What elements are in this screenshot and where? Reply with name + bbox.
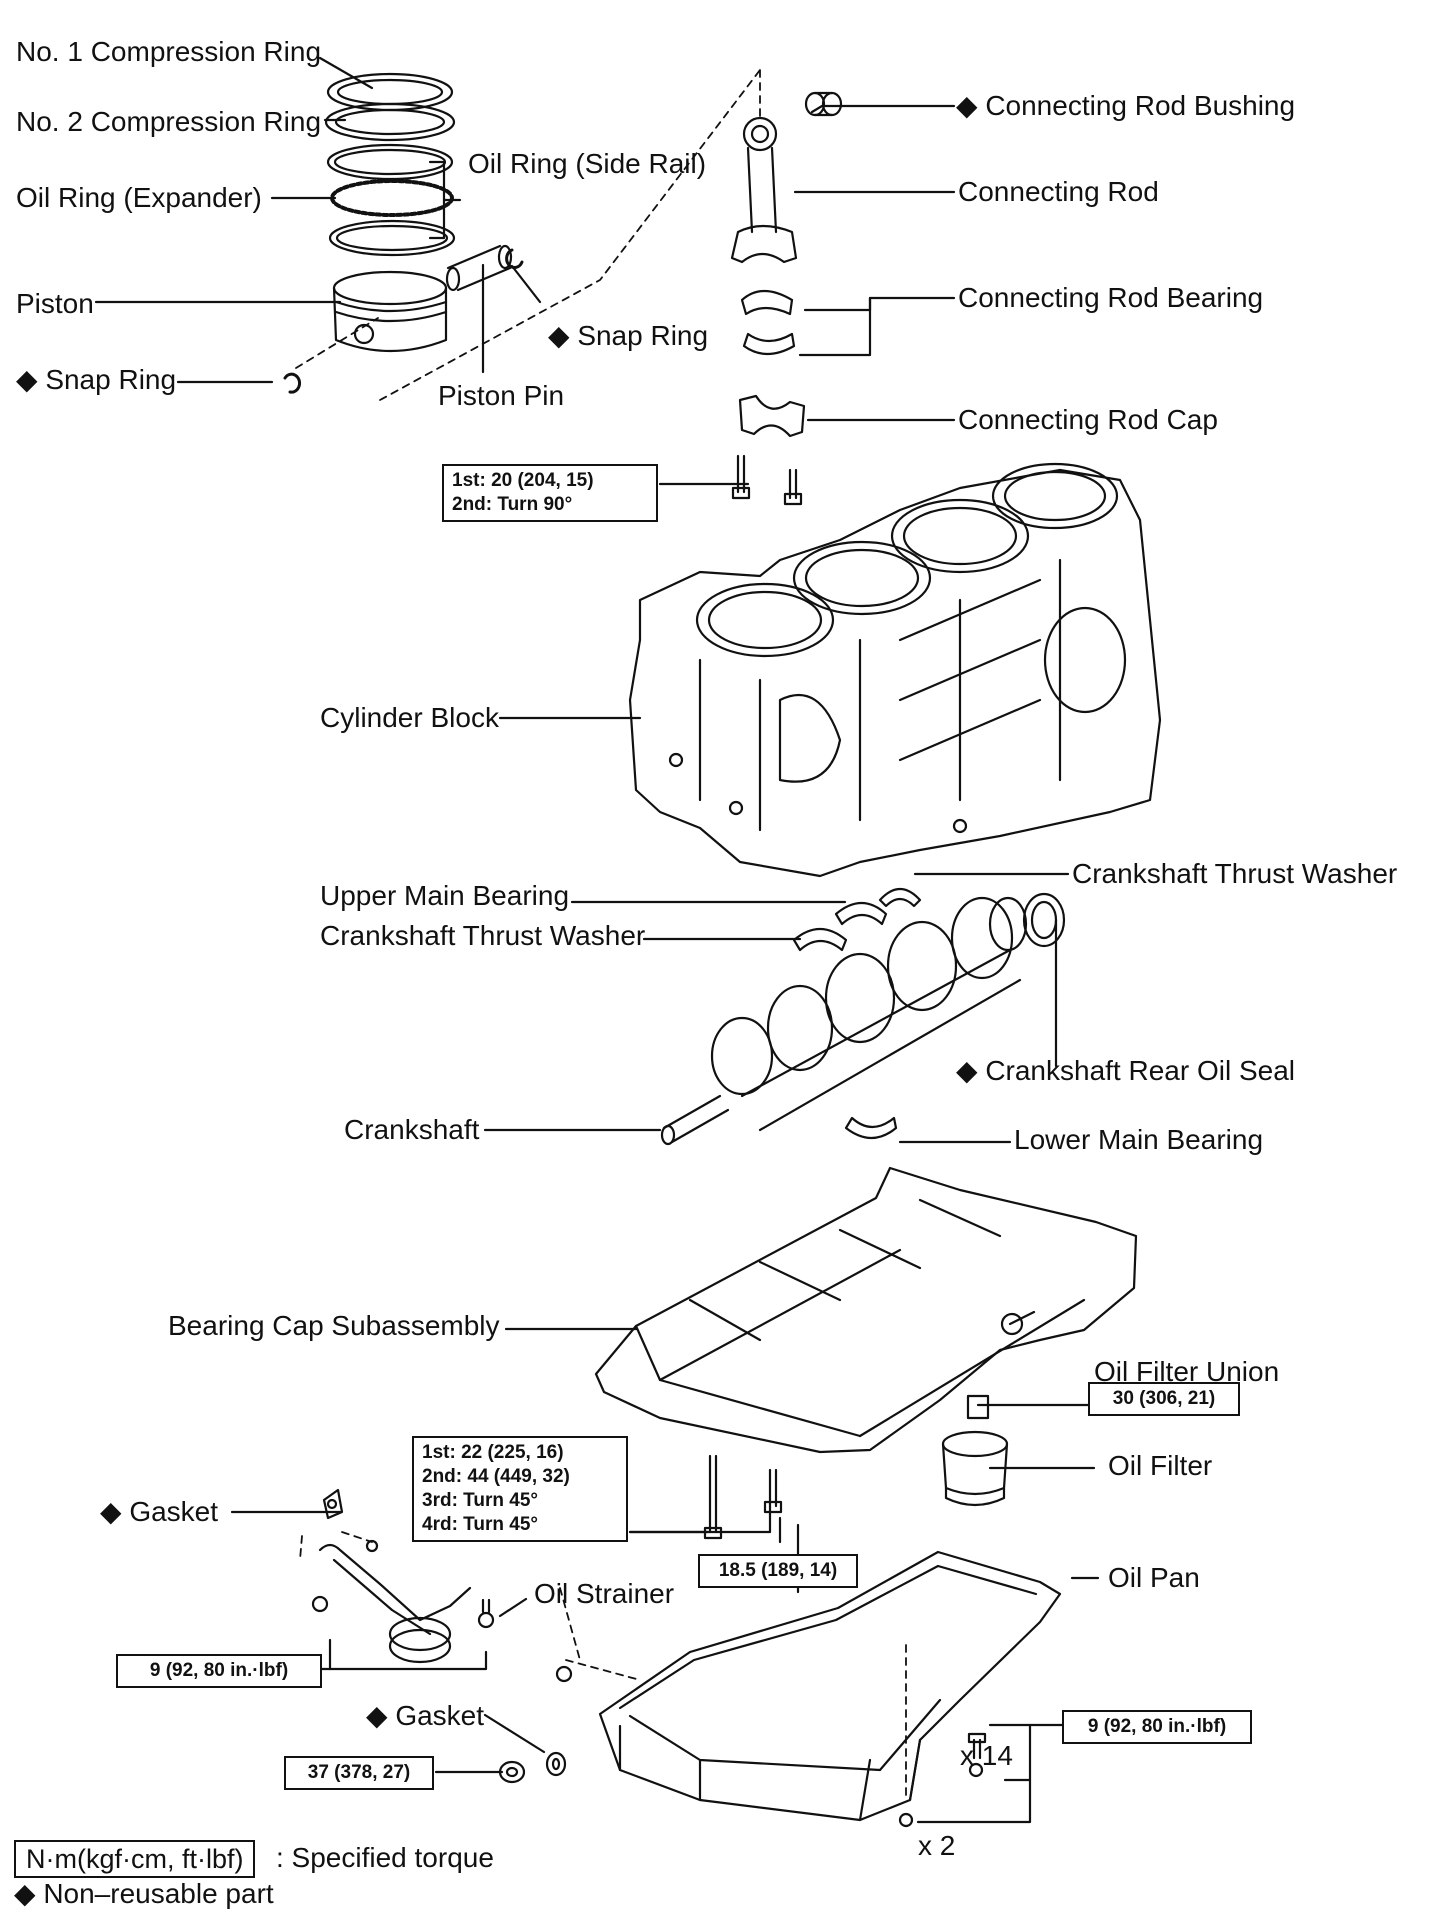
label-bearing-cap-subassembly: Bearing Cap Subassembly	[168, 1310, 500, 1341]
torque-main-step2: 2nd: 44 (449, 32)	[422, 1466, 570, 1487]
label-crankshaft: Crankshaft	[344, 1114, 480, 1145]
snap-ring-left-shape	[283, 372, 301, 394]
oil-ring-rail-upper	[326, 143, 454, 181]
label-crankshaft-rear-oil-seal: ◆ Crankshaft Rear Oil Seal	[956, 1055, 1295, 1086]
label-snap-ring-right: ◆ Snap Ring	[548, 320, 709, 351]
torque-box-rod-cap: 1st: 20 (204, 15) 2nd: Turn 90°	[442, 464, 658, 522]
main-bearing-shapes	[792, 887, 922, 1140]
main-bolt-shapes	[703, 1454, 783, 1540]
piston-pin-shape	[445, 244, 513, 292]
label-oil-strainer: Oil Strainer	[534, 1578, 675, 1609]
torque-oil-filter-union-value: 30 (306, 21)	[1112, 1388, 1216, 1409]
label-piston: Piston	[16, 288, 94, 319]
cylinder-block-shape	[628, 462, 1162, 878]
rod-bushing-shape	[804, 91, 843, 117]
label-connecting-rod-bearing: Connecting Rod Bearing	[958, 282, 1264, 313]
connecting-rod-shape	[730, 116, 798, 264]
rod-cap-bolts	[731, 454, 803, 506]
label-oil-filter-union: Oil Filter Union	[1094, 1356, 1280, 1387]
alignment-lines	[295, 69, 907, 1801]
oil-ring-expander	[330, 179, 454, 217]
torque-box-main-bearing: 1st: 22 (225, 16) 2nd: 44 (449, 32) 3rd:…	[412, 1436, 628, 1542]
label-oil-filter: Oil Filter	[1108, 1450, 1213, 1481]
torque-cap-bolt-value: 18.5 (189, 14)	[718, 1560, 838, 1581]
label-crankshaft-thrust-washer-lower: Crankshaft Thrust Washer	[320, 920, 646, 951]
compression-ring-2	[324, 102, 456, 142]
rod-bearing-shapes	[740, 289, 796, 356]
crankshaft-shape	[660, 896, 1028, 1146]
drain-plug-shape	[498, 1751, 567, 1784]
label-oil-ring-expander: Oil Ring (Expander)	[16, 182, 262, 213]
label-gasket-bottom: ◆ Gasket	[366, 1700, 485, 1731]
label-connecting-rod-cap: Connecting Rod Cap	[958, 404, 1218, 435]
torque-oil-pan-value: 9 (92, 80 in.·lbf)	[1087, 1716, 1227, 1737]
label-cylinder-block: Cylinder Block	[320, 702, 499, 733]
torque-main-step1: 1st: 22 (225, 16)	[422, 1442, 564, 1463]
torque-main-step4: 4rd: Turn 45°	[422, 1514, 538, 1535]
label-piston-pin: Piston Pin	[438, 380, 565, 411]
bearing-cap-shape	[594, 1166, 1138, 1454]
label-no1-compression-ring: No. 1 Compression Ring	[16, 36, 322, 67]
label-oil-pan: Oil Pan	[1108, 1562, 1200, 1593]
label-crankshaft-thrust-washer-upper: Crankshaft Thrust Washer	[1072, 858, 1398, 889]
oil-pan-shape	[555, 1550, 1062, 1828]
piston-shape	[332, 270, 448, 353]
label-gasket-top: ◆ Gasket	[100, 1496, 219, 1527]
torque-rod-cap-step1: 1st: 20 (204, 15)	[452, 470, 594, 491]
torque-drain-plug-value: 37 (378, 27)	[307, 1762, 411, 1783]
oil-filter-shapes	[941, 1394, 1009, 1507]
oil-ring-rail-lower	[328, 219, 456, 257]
label-quantity-x2: x 2	[918, 1830, 956, 1861]
label-upper-main-bearing: Upper Main Bearing	[320, 880, 570, 911]
torque-box-oil-strainer: 9 (92, 80 in.·lbf)	[116, 1654, 322, 1688]
label-connecting-rod: Connecting Rod	[958, 176, 1159, 207]
torque-strainer-value: 9 (92, 80 in.·lbf)	[149, 1660, 289, 1681]
label-lower-main-bearing: Lower Main Bearing	[1014, 1124, 1264, 1155]
label-no2-compression-ring: No. 2 Compression Ring	[16, 106, 322, 137]
legend-unit-box: N·m(kgf·cm, ft·lbf)	[14, 1840, 256, 1878]
torque-box-drain-plug: 37 (378, 27)	[284, 1756, 434, 1790]
label-quantity-x14: x 14	[960, 1740, 1013, 1771]
torque-box-cap-bolt: 18.5 (189, 14)	[698, 1554, 858, 1588]
label-oil-ring-side-rail: Oil Ring (Side Rail)	[468, 148, 707, 179]
torque-rod-cap-step2: 2nd: Turn 90°	[452, 494, 573, 515]
label-snap-ring-left: ◆ Snap Ring	[16, 364, 177, 395]
oil-strainer-shape	[311, 1488, 495, 1664]
label-connecting-rod-bushing: ◆ Connecting Rod Bushing	[956, 90, 1296, 121]
legend-unit-text: : Specified torque	[276, 1842, 494, 1873]
torque-box-oil-filter-union: 30 (306, 21)	[1088, 1382, 1240, 1416]
rear-oil-seal-shape	[1022, 892, 1066, 948]
legend-nonreusable: ◆ Non–reusable part	[14, 1878, 274, 1909]
torque-box-oil-pan: 9 (92, 80 in.·lbf)	[1062, 1710, 1252, 1744]
rod-cap-shape	[738, 394, 806, 438]
torque-main-step3: 3rd: Turn 45°	[422, 1490, 538, 1511]
